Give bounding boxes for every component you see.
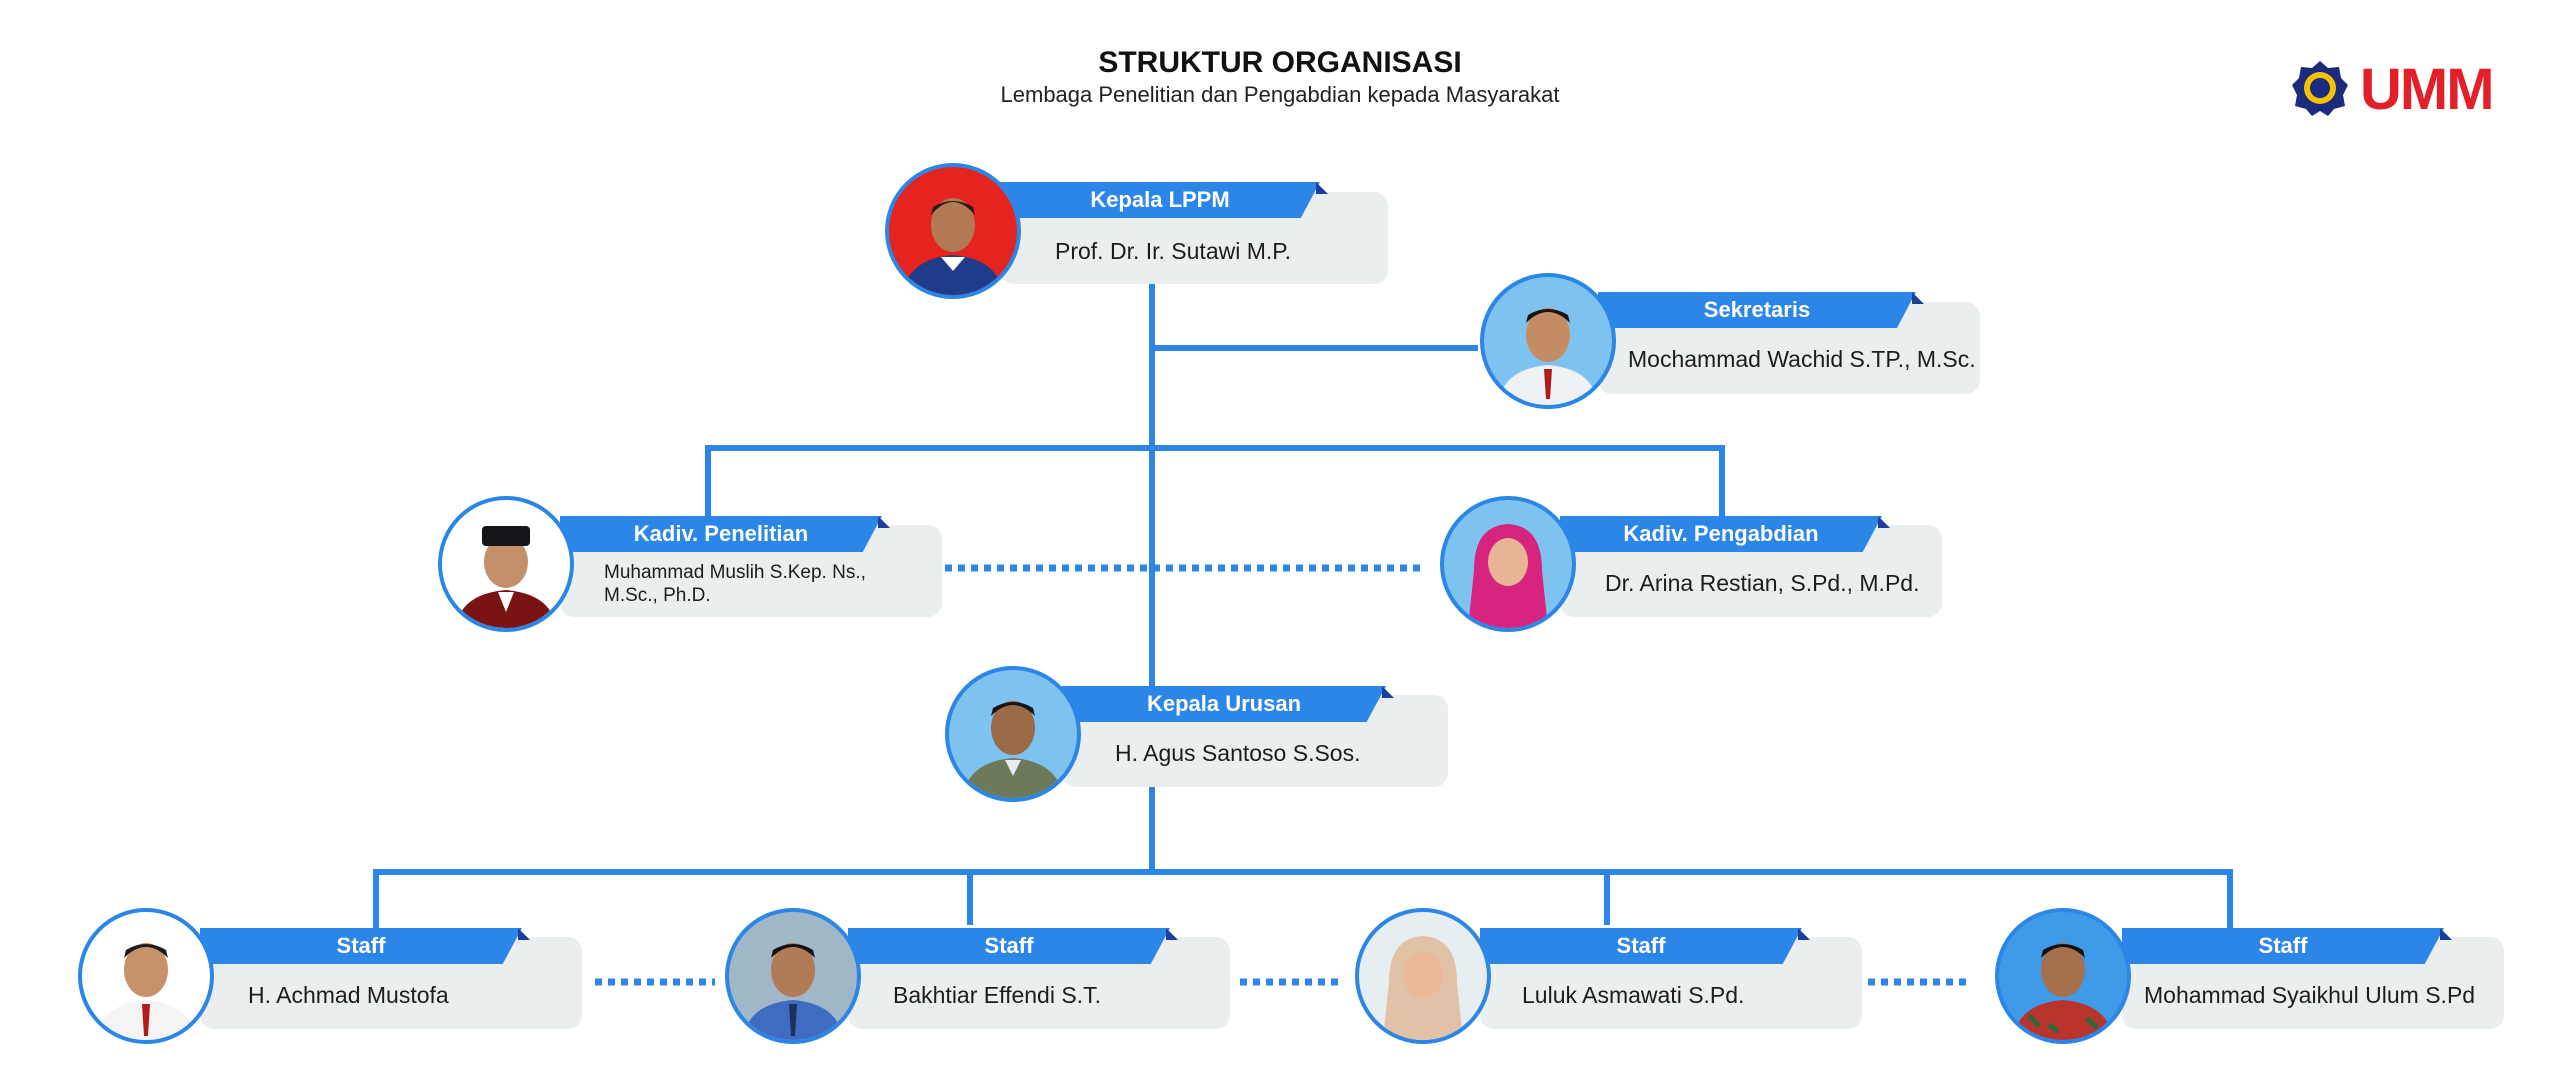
- person-avatar-icon: [1359, 912, 1487, 1040]
- node-role: Staff: [1480, 928, 1802, 964]
- person-avatar-icon: [1999, 912, 2127, 1040]
- person-avatar-icon: [729, 912, 857, 1040]
- person-photo: [1480, 273, 1616, 409]
- person-photo: [1440, 496, 1576, 632]
- node-role: Sekretaris: [1598, 292, 1916, 328]
- person-photo: [885, 163, 1021, 299]
- node-name: Luluk Asmawati S.Pd.: [1522, 982, 1744, 1009]
- person-avatar-icon: [949, 670, 1077, 798]
- person-avatar-icon: [1444, 500, 1572, 628]
- staff-branch: [376, 872, 2230, 980]
- node-name: Muhammad Muslih S.Kep. Ns., M.Sc., Ph.D.: [604, 561, 924, 607]
- node-role: Staff: [200, 928, 522, 964]
- person-photo: [945, 666, 1081, 802]
- node-name: H. Agus Santoso S.Sos.: [1115, 740, 1360, 767]
- node-role: Staff: [2122, 928, 2444, 964]
- person-photo: [725, 908, 861, 1044]
- division-branch: [708, 448, 1722, 520]
- node-name: Dr. Arina Restian, S.Pd., M.Pd.: [1605, 570, 1919, 597]
- node-role: Kadiv. Pengabdian: [1560, 516, 1882, 552]
- node-name: Mohammad Syaikhul Ulum S.Pd: [2144, 982, 2475, 1009]
- person-avatar-icon: [82, 912, 210, 1040]
- person-photo: [438, 496, 574, 632]
- node-name: H. Achmad Mustofa: [248, 982, 449, 1009]
- node-name: Bakhtiar Effendi S.T.: [893, 982, 1101, 1009]
- person-avatar-icon: [1484, 277, 1612, 405]
- node-role: Kepala Urusan: [1062, 686, 1386, 722]
- person-photo: [1995, 908, 2131, 1044]
- person-photo: [1355, 908, 1491, 1044]
- node-name: Prof. Dr. Ir. Sutawi M.P.: [1055, 238, 1291, 265]
- person-photo: [78, 908, 214, 1044]
- node-role: Kadiv. Penelitian: [560, 516, 882, 552]
- node-role: Staff: [848, 928, 1170, 964]
- person-avatar-icon: [442, 500, 570, 628]
- person-avatar-icon: [889, 167, 1017, 295]
- node-name: Mochammad Wachid S.TP., M.Sc.: [1628, 346, 1976, 373]
- node-role: Kepala LPPM: [1000, 182, 1320, 218]
